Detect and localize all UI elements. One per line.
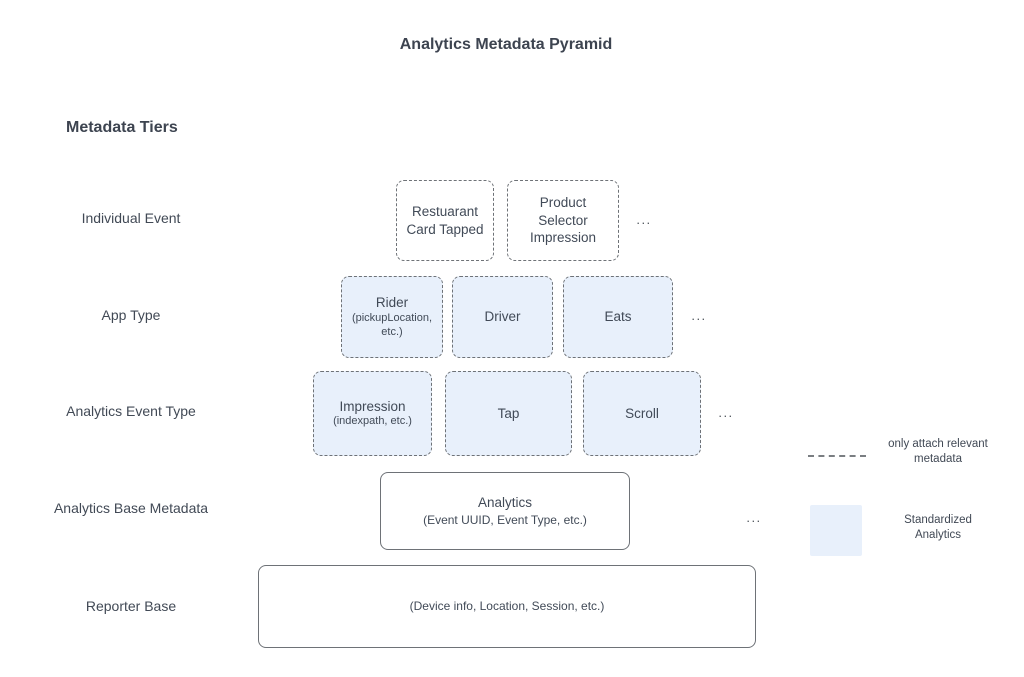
ellipsis-app-type: ... [691, 308, 707, 323]
ellipsis-analytics-event-type: ... [718, 405, 734, 420]
diagram-title: Analytics Metadata Pyramid [399, 36, 613, 53]
node-restuarant-card-tapped: Restuarant Card Tapped [396, 180, 494, 261]
node-title: Tap [497, 405, 520, 421]
node-subtitle: (Event UUID, Event Type, etc.) [423, 512, 587, 527]
tier-label-app-type: App Type [101, 307, 161, 323]
node-title: Restuarant Card Tapped [406, 203, 484, 237]
node-analytics: Analytics (Event UUID, Event Type, etc.) [380, 472, 630, 550]
tier-label-analytics-event-type: Analytics Event Type [66, 403, 196, 419]
node-title: Impression [339, 398, 406, 414]
node-title: Analytics [477, 495, 533, 511]
legend-blue-square-swatch [810, 505, 862, 556]
legend-dashed-line-swatch [808, 455, 866, 457]
node-subtitle: (pickupLocation, etc.) [351, 312, 433, 338]
node-subtitle: (indexpath, etc.) [333, 415, 412, 428]
node-subtitle: (Device info, Location, Session, etc.) [409, 599, 605, 614]
node-impression: Impression (indexpath, etc.) [313, 371, 432, 456]
tier-label-reporter-base: Reporter Base [85, 598, 177, 614]
node-title: Scroll [625, 405, 659, 421]
tier-label-individual-event: Individual Event [81, 210, 181, 226]
legend-dashed-line-label: only attach relevant metadata [888, 438, 988, 465]
node-eats: Eats [563, 276, 673, 358]
node-reporter-base: (Device info, Location, Session, etc.) [258, 565, 756, 648]
node-title: Driver [484, 309, 521, 325]
node-driver: Driver [452, 276, 553, 358]
node-tap: Tap [445, 371, 572, 456]
legend-blue-square-label: Standardized Analytics [904, 514, 972, 541]
node-title: Product Selector Impression [529, 195, 597, 246]
node-title: Eats [604, 309, 632, 325]
node-scroll: Scroll [583, 371, 701, 456]
node-rider: Rider (pickupLocation, etc.) [341, 276, 443, 358]
ellipsis-analytics-base-metadata: ... [746, 510, 762, 525]
section-heading: Metadata Tiers [66, 119, 178, 136]
ellipsis-individual-event: ... [636, 212, 652, 227]
tier-label-analytics-base-metadata: Analytics Base Metadata [53, 500, 209, 516]
node-product-selector-impression: Product Selector Impression [507, 180, 619, 261]
node-title: Rider [375, 295, 409, 311]
